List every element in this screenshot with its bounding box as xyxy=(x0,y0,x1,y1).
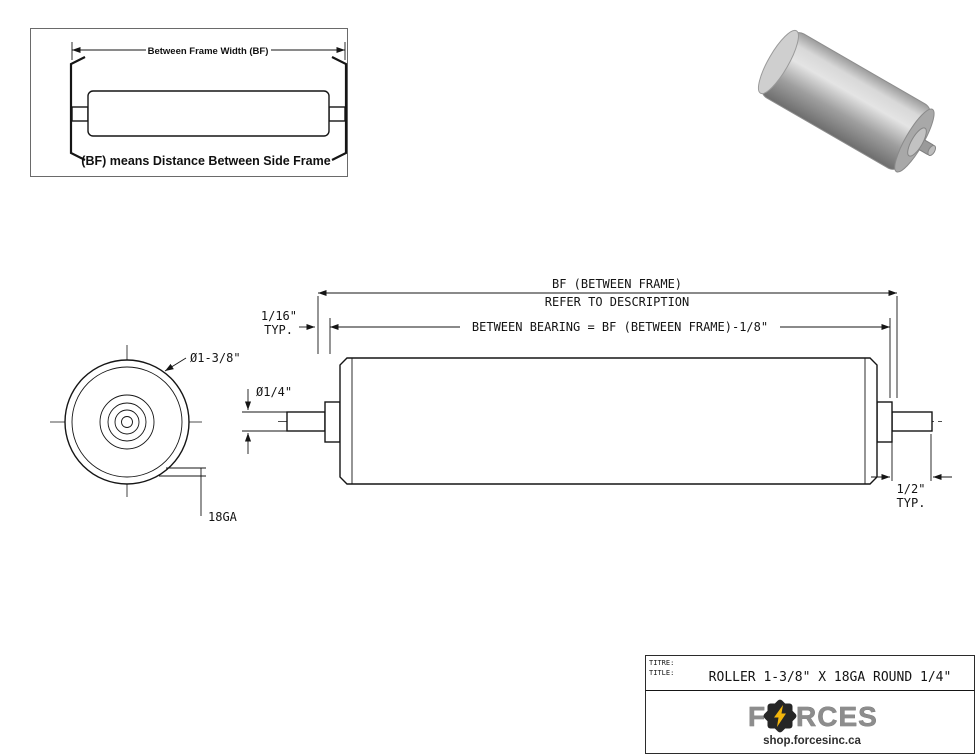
lightning-bolt-icon xyxy=(774,705,786,727)
bf-label-line2: REFER TO DESCRIPTION xyxy=(545,295,690,309)
left-shaft-stub xyxy=(71,106,89,122)
brand-website: shop.forcesinc.ca xyxy=(763,735,861,747)
roller-3d-bearing xyxy=(907,127,927,157)
brand-prefix: F xyxy=(748,701,766,732)
bf-label-line1: BF (BETWEEN FRAME) xyxy=(552,277,682,291)
left-shaft xyxy=(286,411,326,432)
inset-frame-diagram: Between Frame Width (BF) (BF) means Dist… xyxy=(30,28,348,177)
brand-logo: F RCES xyxy=(748,699,878,733)
title-block-border xyxy=(645,655,975,754)
left-typ-suffix: TYP. xyxy=(264,323,293,337)
gear-icon xyxy=(763,699,797,733)
right-bearing-hub xyxy=(876,401,893,443)
inset-dim-label: Between Frame Width (BF) xyxy=(148,46,269,57)
bearing-circle xyxy=(107,402,147,442)
drawing-title: ROLLER 1-3/8" X 18GA ROUND 1/4" xyxy=(709,670,952,685)
dim-gauge-leader: 18GA xyxy=(159,467,238,524)
bearing-housing-circle xyxy=(99,394,155,450)
roller-tube-body xyxy=(339,357,878,485)
inset-caption: (BF) means Distance Between Side Frame xyxy=(81,154,330,168)
right-side-frame xyxy=(331,56,348,161)
tube-diameter-label: Ø1-3/8" xyxy=(190,351,241,365)
roller-3d-shaft-end xyxy=(927,145,937,156)
right-shaft-stub xyxy=(328,106,346,122)
dim-bf: BF (BETWEEN FRAME) REFER TO DESCRIPTION xyxy=(317,277,898,398)
side-view: BF (BETWEEN FRAME) REFER TO DESCRIPTION … xyxy=(242,277,952,510)
title-block: TITRE: TITLE: ROLLER 1-3/8" X 18GA ROUND… xyxy=(645,655,975,754)
right-typ-value: 1/2" xyxy=(897,482,926,496)
dim-right-typ: 1/2" TYP. xyxy=(871,434,952,510)
brand-suffix: RCES xyxy=(796,701,878,732)
right-typ-suffix: TYP. xyxy=(897,496,926,510)
dim-tube-diameter-leader: Ø1-3/8" xyxy=(164,351,241,372)
left-typ-value: 1/16" xyxy=(261,309,297,323)
tube-outer-circle xyxy=(64,359,190,485)
gauge-label: 18GA xyxy=(208,510,238,524)
end-view: Ø1-3/8" 18GA xyxy=(50,345,241,524)
title-label-row1: TITRE: xyxy=(649,659,674,667)
between-bearing-label: BETWEEN BEARING = BF (BETWEEN FRAME)-1/8… xyxy=(472,320,768,334)
inset-border xyxy=(30,28,348,177)
dim-left-typ: 1/16" TYP. xyxy=(261,309,315,337)
bearing-race-circle xyxy=(114,409,140,435)
roller-3d-far-cap xyxy=(757,29,799,95)
title-label-row2: TITLE: xyxy=(649,669,674,677)
tube-inner-circle xyxy=(71,366,183,478)
shaft-diameter-label: Ø1/4" xyxy=(256,385,292,399)
roller-3d-render xyxy=(757,29,937,173)
dim-shaft-diameter: Ø1/4" xyxy=(242,385,292,454)
left-bearing-hub xyxy=(324,401,341,443)
right-shaft xyxy=(891,411,933,432)
shaft-circle xyxy=(121,416,133,428)
left-side-frame xyxy=(69,56,86,161)
inset-roller-body xyxy=(87,90,330,137)
leader-line xyxy=(164,357,187,372)
dim-between-bearing: BETWEEN BEARING = BF (BETWEEN FRAME)-1/8… xyxy=(329,318,891,398)
